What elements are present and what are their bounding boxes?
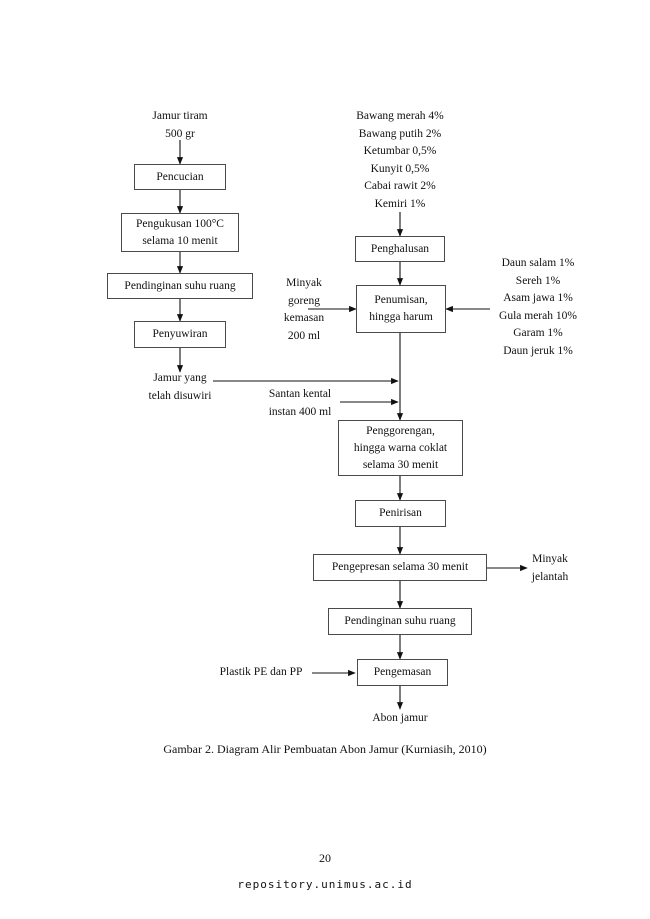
spice-bawang-merah: Bawang merah 4% bbox=[356, 110, 444, 122]
step-pendinginan-1-label: Pendinginan suhu ruang bbox=[124, 279, 236, 292]
oil-line-3: kemasan bbox=[283, 312, 325, 324]
santan-label: Santan kental instan 400 ml bbox=[255, 386, 345, 421]
santan-line-2: instan 400 ml bbox=[268, 405, 332, 418]
step-penumisan: Penumisan, hingga harum bbox=[356, 285, 446, 333]
step-pendinginan-1: Pendinginan suhu ruang bbox=[107, 273, 253, 299]
input-jamur-tiram-line: Jamur tiram bbox=[152, 110, 208, 122]
jamur-suwir-line-2: telah disuwiri bbox=[148, 389, 212, 402]
step-pendinginan-2: Pendinginan suhu ruang bbox=[328, 608, 472, 635]
step-penghalusan: Penghalusan bbox=[355, 236, 445, 262]
step-penggorengan-label-1: Penggorengan, bbox=[366, 424, 435, 437]
step-penghalusan-label: Penghalusan bbox=[370, 242, 430, 255]
output-abon-jamur-label: Abon jamur bbox=[372, 712, 428, 724]
spice-ketumbar: Ketumbar 0,5% bbox=[363, 145, 437, 157]
step-pengepresan: Pengepresan selama 30 menit bbox=[313, 554, 487, 581]
step-penumisan-label-1: Penumisan, bbox=[374, 294, 428, 306]
oil-line-2: goreng bbox=[288, 294, 320, 307]
footer-url: repository.unimus.ac.id bbox=[237, 878, 413, 891]
step-penggorengan-label-2: hingga warna coklat bbox=[353, 441, 448, 454]
step-penirisan: Penirisan bbox=[355, 500, 446, 527]
herb-gula-merah: Gula merah 10% bbox=[499, 309, 577, 322]
step-penggorengan-label-3: selama 30 menit bbox=[362, 458, 439, 471]
herb-asam-jawa: Asam jawa 1% bbox=[503, 292, 573, 304]
spice-bawang-putih: Bawang putih 2% bbox=[358, 127, 442, 140]
plastik-label: Plastik PE dan PP bbox=[208, 664, 314, 682]
page-number: 20 bbox=[319, 851, 331, 865]
step-pengemasan-label: Pengemasan bbox=[373, 666, 432, 678]
step-penirisan-label: Penirisan bbox=[379, 507, 422, 519]
spice-kunyit: Kunyit 0,5% bbox=[370, 162, 430, 175]
step-pengukusan-label-1: Pengukusan 100°C bbox=[136, 217, 224, 230]
step-pencucian-label: Pencucian bbox=[156, 170, 204, 183]
step-pendinginan-2-label: Pendinginan suhu ruang bbox=[344, 615, 456, 627]
oil-line-1: Minyak bbox=[286, 277, 322, 289]
herb-inputs: Daun salam 1% Sereh 1% Asam jawa 1% Gula… bbox=[480, 255, 596, 360]
output-abon-jamur: Abon jamur bbox=[350, 710, 450, 728]
step-pengemasan: Pengemasan bbox=[357, 659, 448, 686]
herb-sereh: Sereh 1% bbox=[515, 274, 561, 287]
spice-cabai-rawit: Cabai rawit 2% bbox=[364, 180, 436, 192]
input-jamur-tiram: Jamur tiram 500 gr bbox=[130, 108, 230, 143]
step-penggorengan: Penggorengan, hingga warna coklat selama… bbox=[338, 420, 463, 476]
plastik-line: Plastik PE dan PP bbox=[219, 666, 303, 678]
step-pengukusan-label-2: selama 10 menit bbox=[142, 234, 218, 247]
minyak-jelantah-line-1: Minyak bbox=[532, 553, 568, 565]
minyak-jelantah-line-2: jelantah bbox=[531, 570, 569, 583]
oil-input: Minyak goreng kemasan 200 ml bbox=[266, 275, 342, 345]
jamur-suwir-line-1: Jamur yang bbox=[153, 372, 207, 384]
minyak-jelantah-label: Minyak jelantah bbox=[520, 551, 580, 586]
santan-line-1: Santan kental bbox=[268, 388, 332, 400]
herb-garam: Garam 1% bbox=[513, 327, 563, 339]
step-penyuwiran: Penyuwiran bbox=[134, 321, 226, 348]
input-jamur-tiram-amount: 500 gr bbox=[165, 127, 195, 140]
spice-inputs: Bawang merah 4% Bawang putih 2% Ketumbar… bbox=[330, 108, 470, 213]
step-pencucian: Pencucian bbox=[134, 164, 226, 190]
step-penyuwiran-label: Penyuwiran bbox=[152, 328, 208, 340]
herb-daun-salam: Daun salam 1% bbox=[501, 257, 575, 269]
oil-line-4: 200 ml bbox=[287, 329, 321, 342]
herb-daun-jeruk: Daun jeruk 1% bbox=[503, 344, 573, 357]
figure-caption: Gambar 2. Diagram Alir Pembuatan Abon Ja… bbox=[163, 742, 487, 756]
spice-kemiri: Kemiri 1% bbox=[374, 197, 426, 210]
step-pengukusan: Pengukusan 100°C selama 10 menit bbox=[121, 213, 239, 252]
step-penumisan-label-2: hingga harum bbox=[369, 311, 433, 323]
step-pengepresan-label: Pengepresan selama 30 menit bbox=[331, 561, 469, 573]
jamur-suwir-label: Jamur yang telah disuwiri bbox=[120, 370, 240, 405]
